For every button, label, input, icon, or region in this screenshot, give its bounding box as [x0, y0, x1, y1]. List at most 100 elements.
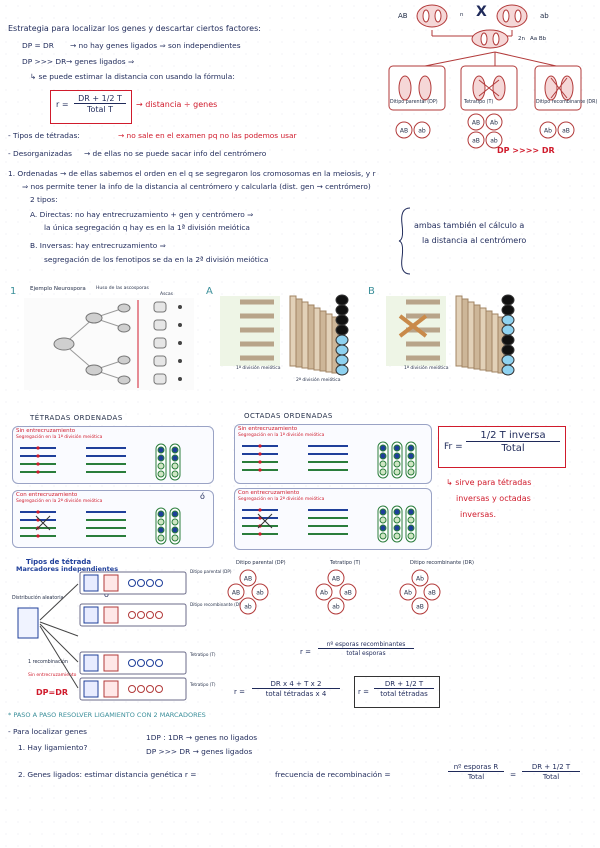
r1-label: r =: [300, 648, 311, 656]
mini-spore: [155, 579, 163, 587]
col-tetratype-label: Tetratipo (T): [330, 560, 361, 566]
mini-cell: [83, 574, 99, 592]
mini-spore: [137, 685, 145, 693]
box-dp-label: Ditipo parental (DP): [190, 569, 232, 574]
spore-dot: [407, 452, 415, 460]
type-spore-label: AB: [244, 576, 252, 583]
spore-label: aB: [472, 138, 480, 145]
type-spore: [251, 583, 269, 601]
ascus-a-caption: 1ª división meiótica: [236, 366, 281, 371]
meiosis-arrows: [388, 51, 582, 111]
dp-gt-dr-label: DP >>> DR: [22, 57, 67, 66]
side-note-2: la distancia al centrómero: [422, 236, 527, 245]
fr-note-1: ↳ sirve para tétradas: [446, 478, 532, 487]
spore-dot: [157, 462, 165, 470]
ascus-b-caption: 1ª división meiótica: [404, 366, 449, 371]
octad-crossover-sub: Segregación en la 2ª división meiótica: [238, 497, 325, 502]
type-spore-label: ab: [244, 604, 252, 611]
distance-formula: DR + 1/2 T Total T: [74, 94, 126, 114]
ascus-tube: [485, 310, 493, 372]
parent-cell: [17, 607, 39, 639]
mini-cell: [83, 680, 99, 698]
type-spore: [239, 569, 257, 587]
tetrad-chromosomes-1: [20, 443, 181, 481]
box-dr-label: Ditipo recombinante (DR): [190, 602, 244, 607]
mini-cell: [83, 654, 99, 672]
caption-tetratype: Tetratipo (T): [464, 100, 494, 105]
cross-parent-cells: [416, 4, 528, 37]
step-q2-denominator: Total: [467, 773, 485, 781]
inverse-line-2: segregación de los fenotipos se da en la…: [44, 255, 269, 264]
spore-dot: [157, 534, 165, 542]
step-q2-denominator-2: Total: [542, 773, 560, 781]
mini-cell: [103, 574, 119, 592]
type-spore: [327, 597, 345, 615]
neurospora-label-1: 1: [10, 286, 17, 297]
dp-dr-label: DP = DR: [22, 41, 54, 50]
r1-numerator: nº esporas recombinantes: [318, 641, 414, 649]
mini-spore: [155, 611, 163, 619]
ascus-column: [169, 443, 181, 481]
spore-dot: [379, 460, 387, 468]
type-spore-label: aB: [344, 590, 352, 597]
formula-denominator: Total T: [86, 105, 114, 114]
mini-cell: [103, 606, 119, 624]
r2-label: r =: [234, 688, 245, 696]
spore-circle: [539, 121, 557, 139]
spore-dot: [379, 468, 387, 476]
type-spore-label: ab: [256, 590, 264, 597]
formula-numerator: DR + 1/2 T: [74, 94, 126, 104]
two-types: 2 tipos:: [30, 195, 58, 204]
ascospore: [501, 304, 515, 316]
centromere: [36, 462, 40, 466]
step-title: * PASO A PASO RESOLVER LIGAMIENTO CON 2 …: [8, 711, 206, 719]
type-spore-label: aB: [416, 604, 424, 611]
caption-recombinant: Ditipo recombinante (DR): [536, 100, 598, 105]
spore-dot: [393, 460, 401, 468]
haploid-n-label: n: [460, 12, 464, 18]
type-spore-label: AB: [332, 576, 340, 583]
crossover-x: [398, 314, 428, 338]
ordered-tetrads-heading: TÉTRADAS ORDENADAS: [30, 414, 123, 422]
fr-formula: 1/2 T inversa Total: [466, 430, 560, 454]
ascus-tube: [473, 304, 481, 370]
spore-label: ab: [418, 128, 426, 135]
box-t-label-2: Tetratipo (T): [190, 682, 216, 687]
spore-dot: [379, 524, 387, 532]
ascospore: [335, 344, 349, 356]
spore-label: Ab: [490, 120, 498, 127]
ordered-line-1: 1. Ordenadas → de ellas sabemos el orden…: [8, 169, 376, 178]
direct-line-2: la única segregación q hay es en la 1ª d…: [44, 223, 250, 232]
spore-dot: [407, 516, 415, 524]
fr-note-3: inversas.: [460, 510, 497, 519]
mini-spore: [146, 579, 154, 587]
spore-dot: [171, 462, 179, 470]
ascospore: [501, 354, 515, 366]
centromere: [258, 452, 262, 456]
type-spore-label: Ab: [416, 576, 424, 583]
mini-spore: [128, 685, 136, 693]
spore-dot: [393, 516, 401, 524]
spore-dot: [379, 452, 387, 460]
dp-dr-result: → no hay genes ligados ⇒ son independien…: [70, 41, 241, 50]
ascospore: [335, 364, 349, 376]
centromere: [258, 508, 262, 512]
mini-spore: [137, 611, 145, 619]
ascus-column: [169, 507, 181, 545]
centromere: [36, 534, 40, 538]
no-crossover-note: Sin entrecruzamiento: [28, 673, 77, 678]
spore-dot: [157, 510, 165, 518]
type-spore: [339, 583, 357, 601]
ascus-a-caption-2: 2ª división meiótica: [296, 378, 341, 383]
types-title-1: Tipos de tétrada: [26, 558, 92, 566]
tetrad-crossover-sub: Segregación en la 2ª división meiótica: [16, 499, 103, 504]
tetrad-no-crossover-title: Sin entrecruzamiento: [16, 428, 76, 434]
mini-spore: [146, 659, 154, 667]
tetrad-chromosomes-2: [20, 507, 181, 545]
spore-dot: [171, 454, 179, 462]
zygote-cell: [471, 29, 509, 49]
ascospore: [501, 344, 515, 356]
ascus-column: [405, 441, 417, 479]
